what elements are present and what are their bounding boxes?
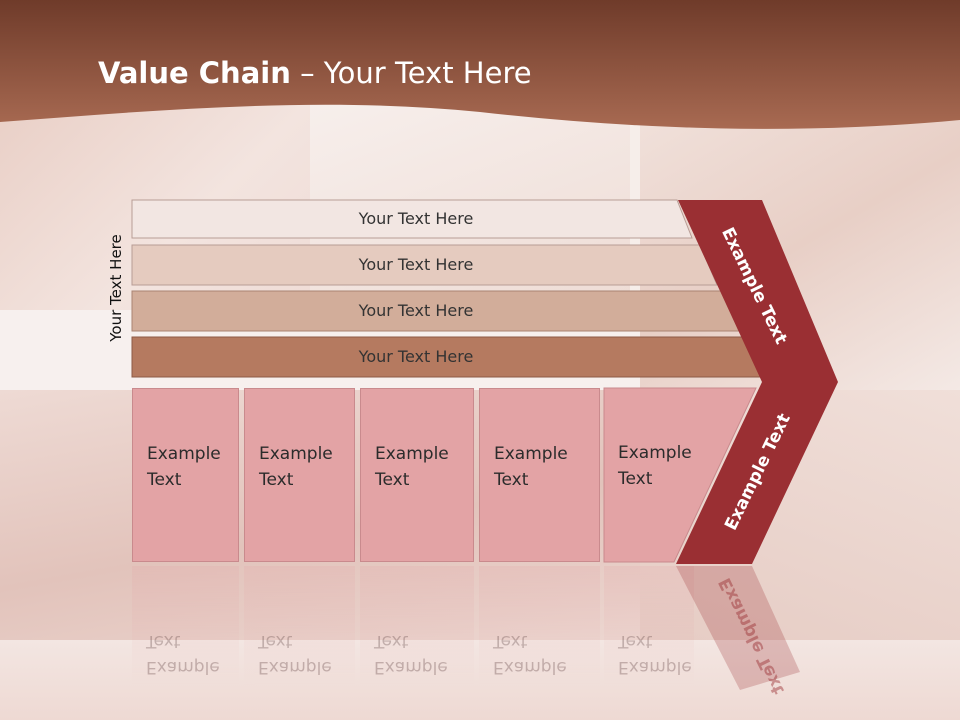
row-label: Your Text Here [358, 347, 474, 366]
box-reflection: Example Text [604, 566, 694, 686]
activity-box: Example Text [604, 388, 714, 562]
activity-box: Example Text [479, 388, 600, 562]
row-label: Your Text Here [358, 209, 474, 228]
title-bold: Value Chain [98, 56, 291, 90]
box-label: Example Text [147, 444, 221, 490]
value-row: Your Text Here [131, 336, 765, 378]
value-row: Your Text Here [131, 199, 693, 239]
box-label: Example Text [618, 443, 692, 489]
header-band [0, 0, 960, 129]
box-reflection: Example Text [479, 566, 600, 686]
activity-box: Example Text [132, 388, 239, 562]
box-reflection: Example Text [132, 566, 239, 686]
activity-box-last [603, 387, 757, 563]
box-label: Example Text [259, 444, 333, 490]
box-reflection: Example Text [244, 566, 355, 686]
box-reflection: Example Text [360, 566, 474, 686]
photo-panel-footer [0, 640, 960, 720]
activity-box: Example Text [244, 388, 355, 562]
slide-title: Value Chain – Your Text Here [98, 56, 532, 90]
value-row: Your Text Here [131, 290, 740, 332]
row-label: Your Text Here [358, 301, 474, 320]
box-label: Example Text [375, 444, 449, 490]
box-label: Example Text [494, 444, 568, 490]
value-row: Your Text Here [131, 244, 718, 286]
activity-box: Example Text [360, 388, 474, 562]
title-rest: – Your Text Here [290, 56, 532, 90]
row-label: Your Text Here [358, 255, 474, 274]
